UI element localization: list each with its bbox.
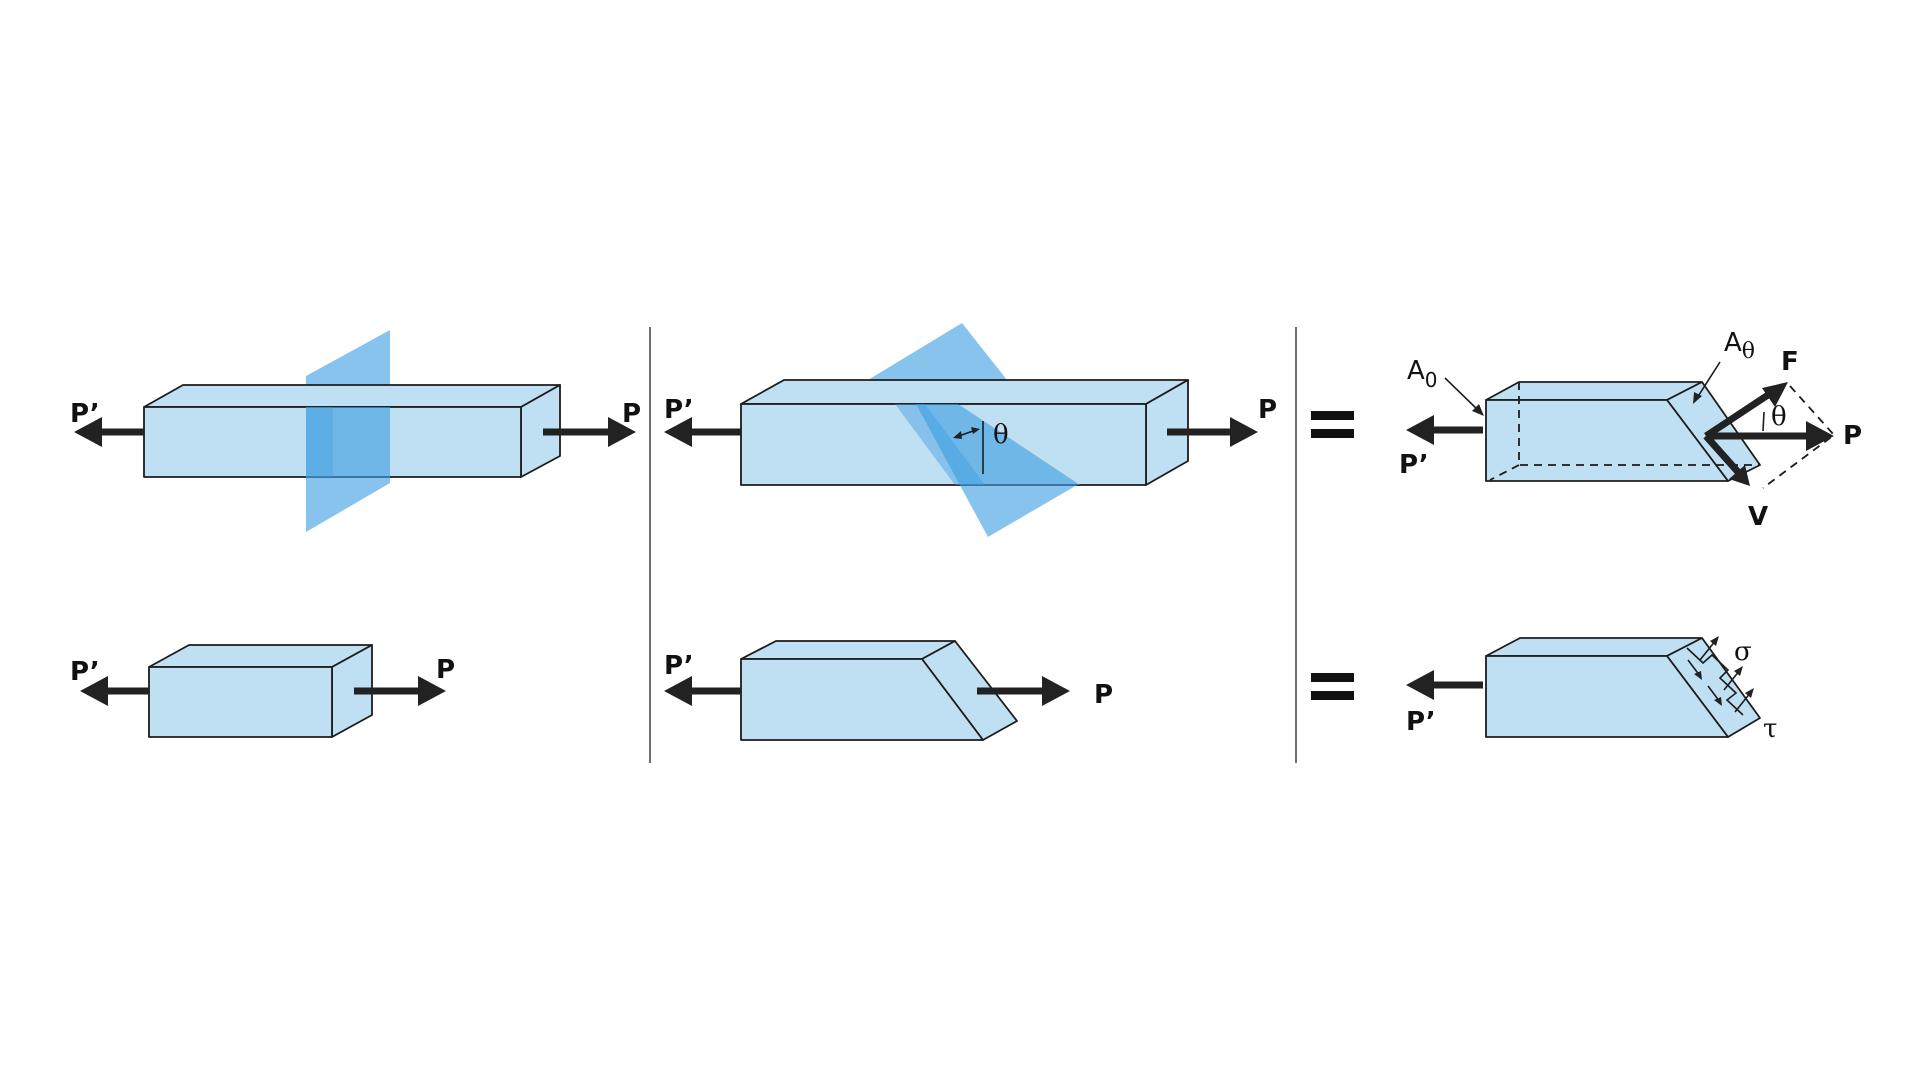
force-arrow-p: [1706, 421, 1834, 451]
force-arrow-right: [543, 417, 636, 447]
label-p: P: [436, 655, 455, 685]
force-arrow-left: [1406, 670, 1483, 700]
hidden-edges: [1518, 382, 1760, 466]
label-tau: τ: [1763, 714, 1777, 744]
label-p-prime: P’: [664, 651, 694, 681]
label-v: V: [1748, 502, 1768, 532]
force-arrow-left: [664, 676, 741, 706]
equals-sign-bottom: [1311, 673, 1354, 700]
bar-3-bottom: [1485, 637, 1761, 738]
label-p-prime: P’: [1399, 450, 1429, 480]
label-p: P: [622, 399, 641, 429]
label-a-zero: A0: [1407, 356, 1438, 392]
force-arrow-left: [74, 417, 144, 447]
label-sigma: σ: [1734, 637, 1752, 667]
label-theta: θ: [993, 420, 1009, 450]
force-arrow-right: [977, 676, 1070, 706]
panel-2-bottom: P’ P: [664, 640, 1113, 741]
label-p-prime: P’: [1406, 707, 1436, 737]
section-plane-strip: [306, 407, 333, 477]
label-f: F: [1781, 347, 1799, 377]
panel-3-top: A0 Aθ P’ P F V θ: [1399, 328, 1862, 532]
label-p: P: [1258, 395, 1277, 425]
theta-arc-arrow: [953, 427, 980, 439]
equals-sign-top: [1311, 411, 1354, 438]
force-arrow-f: [1704, 382, 1788, 439]
label-a-theta: Aθ: [1724, 328, 1755, 364]
force-arrow-right: [1167, 417, 1258, 447]
label-p-prime: P’: [70, 657, 100, 687]
label-theta: θ: [1771, 402, 1787, 432]
label-p-prime: P’: [70, 399, 100, 429]
label-p: P: [1843, 421, 1862, 451]
bar-1-bottom: [148, 644, 373, 738]
force-arrow-left: [1406, 415, 1483, 445]
panel-3-bottom: σ τ P’: [1406, 636, 1777, 744]
force-arrow-left: [80, 676, 149, 706]
force-arrow-right: [354, 676, 446, 706]
section-plane-front: [306, 407, 390, 532]
force-parallelogram: [1762, 385, 1836, 489]
panel-1-top: P’ P: [70, 330, 641, 532]
section-plane-cut: [895, 404, 985, 485]
panel-1-bottom: P’ P: [70, 644, 455, 738]
force-arrow-v: [1703, 433, 1750, 486]
force-arrow-left: [664, 417, 741, 447]
label-p-prime: P’: [664, 395, 694, 425]
bar-2-bottom: [740, 640, 1018, 741]
panel-2-top: θ P’ P: [664, 323, 1277, 537]
label-p: P: [1094, 680, 1113, 710]
stress-arrows: [1686, 636, 1754, 716]
